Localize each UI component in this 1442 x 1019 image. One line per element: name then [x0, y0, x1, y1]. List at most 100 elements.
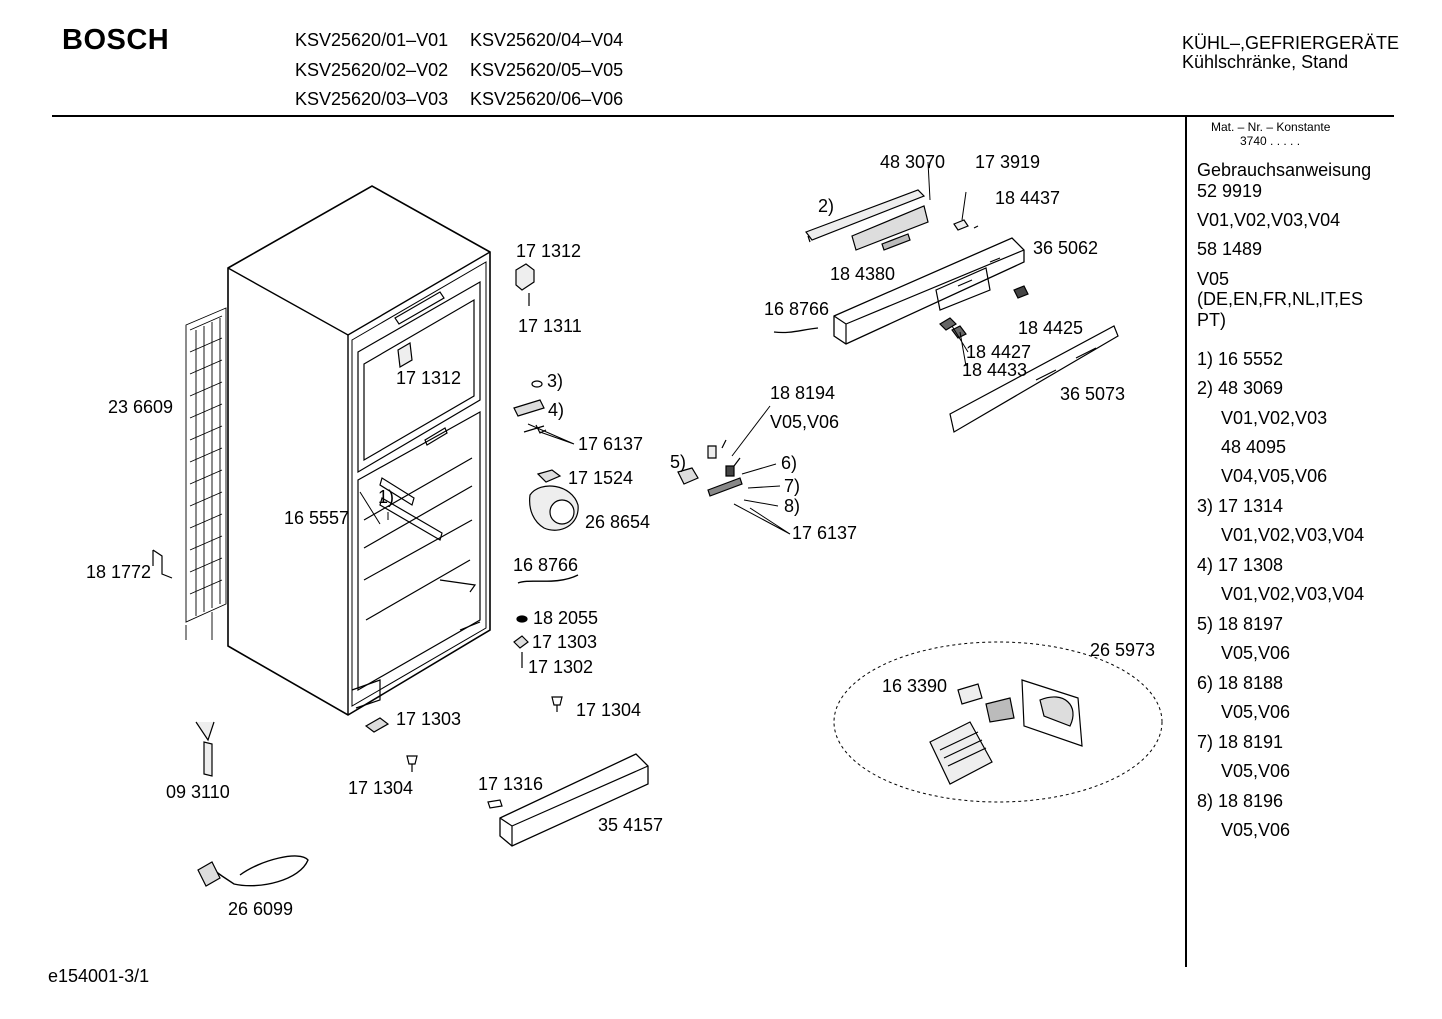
model-number: KSV25620/06–V06 — [470, 89, 624, 109]
sidebar-entry: 5) 18 8197 — [1197, 614, 1284, 634]
part-label: 17 1303 — [532, 632, 598, 652]
sidebar-entry: 48 4095 — [1221, 437, 1287, 457]
sidebar-entry: PT) — [1197, 310, 1226, 330]
part-label: 18 4437 — [995, 188, 1061, 208]
sidebar-entry: V05,V06 — [1221, 702, 1291, 722]
variant-label: V05,V06 — [770, 412, 840, 432]
part-label: 17 1311 — [518, 316, 582, 336]
part-label: 17 6137 — [578, 434, 644, 454]
screw-part — [406, 755, 418, 772]
fan-motor-part — [529, 485, 579, 531]
sidebar-entry: 1) 16 5552 — [1197, 349, 1284, 369]
part-label: 17 6137 — [792, 523, 858, 543]
sidebar-entry: V05,V06 — [1221, 820, 1291, 840]
part-label: 18 4425 — [1018, 318, 1084, 338]
category-line-2: Kühlschränke, Stand — [1182, 52, 1349, 72]
hinge-bracket-part — [513, 399, 545, 417]
detail-inset — [833, 641, 1163, 803]
part-label: 17 1312 — [516, 241, 582, 261]
sidebar-divider — [1185, 117, 1187, 967]
model-number: KSV25620/05–V05 — [470, 59, 624, 80]
callout-marker: 4) — [548, 400, 565, 420]
part-label: 17 1304 — [348, 778, 414, 798]
washer-part — [531, 380, 543, 388]
part-label: 23 6609 — [108, 397, 174, 417]
material-constant-label: Mat. – Nr. – Konstante — [1211, 120, 1331, 134]
part-label: 48 3070 — [880, 152, 946, 172]
sidebar-entry: 3) 17 1314 — [1197, 496, 1284, 516]
screw-part — [551, 696, 563, 712]
callout-marker: 6) — [781, 453, 798, 473]
part-label: 17 1304 — [576, 700, 642, 720]
power-cord — [197, 855, 309, 887]
bracket-part — [152, 549, 173, 579]
part-label: 26 5973 — [1090, 640, 1156, 660]
part-label: 16 8766 — [513, 555, 579, 575]
part-label: 26 8654 — [585, 512, 651, 532]
part-label: 17 1316 — [478, 774, 544, 794]
callout-marker: 8) — [784, 496, 801, 516]
sensor-part — [195, 721, 215, 777]
model-row: KSV25620/02–V02 KSV25620/05–V05 — [295, 56, 645, 86]
kick-plate — [487, 753, 649, 847]
category-title: KÜHL–,GEFRIERGERÄTE Kühlschränke, Stand — [1182, 34, 1399, 72]
leader-lines — [359, 161, 969, 535]
sidebar-entry: 6) 18 8188 — [1197, 673, 1284, 693]
category-line-1: KÜHL–,GEFRIERGERÄTE — [1182, 33, 1400, 53]
refrigerator-cabinet — [227, 185, 491, 716]
part-label: 17 1302 — [528, 657, 594, 677]
sidebar-entry: V01,V02,V03,V04 — [1197, 210, 1341, 230]
condenser-coil — [185, 307, 227, 640]
sidebar-entry: V01,V02,V03,V04 — [1221, 584, 1365, 604]
clip-part — [364, 717, 390, 733]
switch-parts — [677, 439, 743, 497]
part-label: 18 8194 — [770, 383, 836, 403]
model-number: KSV25620/01–V01 — [295, 30, 449, 50]
wire-part — [517, 574, 579, 584]
sidebar-entry: V05 — [1197, 269, 1230, 289]
part-label: 17 1303 — [396, 709, 462, 729]
part-label: 18 1772 — [86, 562, 152, 582]
sidebar-entry: V01,V02,V03 — [1221, 408, 1328, 428]
part-label: 18 4433 — [962, 360, 1028, 380]
sidebar-entry: 4) 17 1308 — [1197, 555, 1284, 575]
model-number: KSV25620/04–V04 — [470, 30, 624, 50]
brand-logo: BOSCH — [62, 24, 170, 56]
callout-marker: 2) — [818, 196, 835, 216]
sidebar-entry: 2) 48 3069 — [1197, 378, 1284, 398]
sidebar-entry: 52 9919 — [1197, 181, 1263, 201]
sidebar-entry: V04,V05,V06 — [1221, 466, 1328, 486]
sidebar-entry: 58 1489 — [1197, 239, 1263, 259]
callout-marker: 5) — [670, 452, 687, 472]
model-list: KSV25620/01–V01 KSV25620/04–V04 KSV25620/… — [295, 26, 645, 115]
part-label: 09 3110 — [166, 782, 230, 802]
document-id: e154001-3/1 — [48, 966, 150, 986]
sidebar-entry: Gebrauchsanweisung — [1197, 160, 1372, 180]
material-constant: Mat. – Nr. – Konstante 3740 . . . . . — [1211, 120, 1330, 148]
model-number: KSV25620/03–V03 — [295, 89, 449, 109]
grommet-part — [516, 615, 528, 623]
part-label: 16 8766 — [764, 299, 830, 319]
part-label: 17 1524 — [568, 468, 634, 488]
header-divider — [52, 115, 1394, 117]
part-label: 36 5062 — [1033, 238, 1099, 258]
sidebar-entry: V01,V02,V03,V04 — [1221, 525, 1365, 545]
part-label: 35 4157 — [598, 815, 664, 835]
part-label: 16 5557 — [284, 508, 350, 528]
sidebar-entry: 7) 18 8191 — [1197, 732, 1284, 752]
part-label: 36 5073 — [1060, 384, 1126, 404]
model-number: KSV25620/02–V02 — [295, 59, 449, 80]
sidebar-entry: V05,V06 — [1221, 643, 1291, 663]
part-label: 18 4427 — [966, 342, 1032, 362]
sidebar-entry: V05,V06 — [1221, 761, 1291, 781]
material-constant-value: 3740 . . . . . — [1240, 134, 1301, 148]
part-label: 17 1312 — [396, 368, 462, 388]
part-label: 16 3390 — [882, 676, 948, 696]
part-label: 18 2055 — [533, 608, 599, 628]
part-label: 17 3919 — [975, 152, 1041, 172]
model-row: KSV25620/03–V03 KSV25620/06–V06 — [295, 85, 645, 115]
sidebar-entry: (DE,EN,FR,NL,IT,ES — [1197, 289, 1364, 309]
callout-marker: 7) — [784, 476, 801, 496]
control-panel-part — [773, 189, 1119, 433]
